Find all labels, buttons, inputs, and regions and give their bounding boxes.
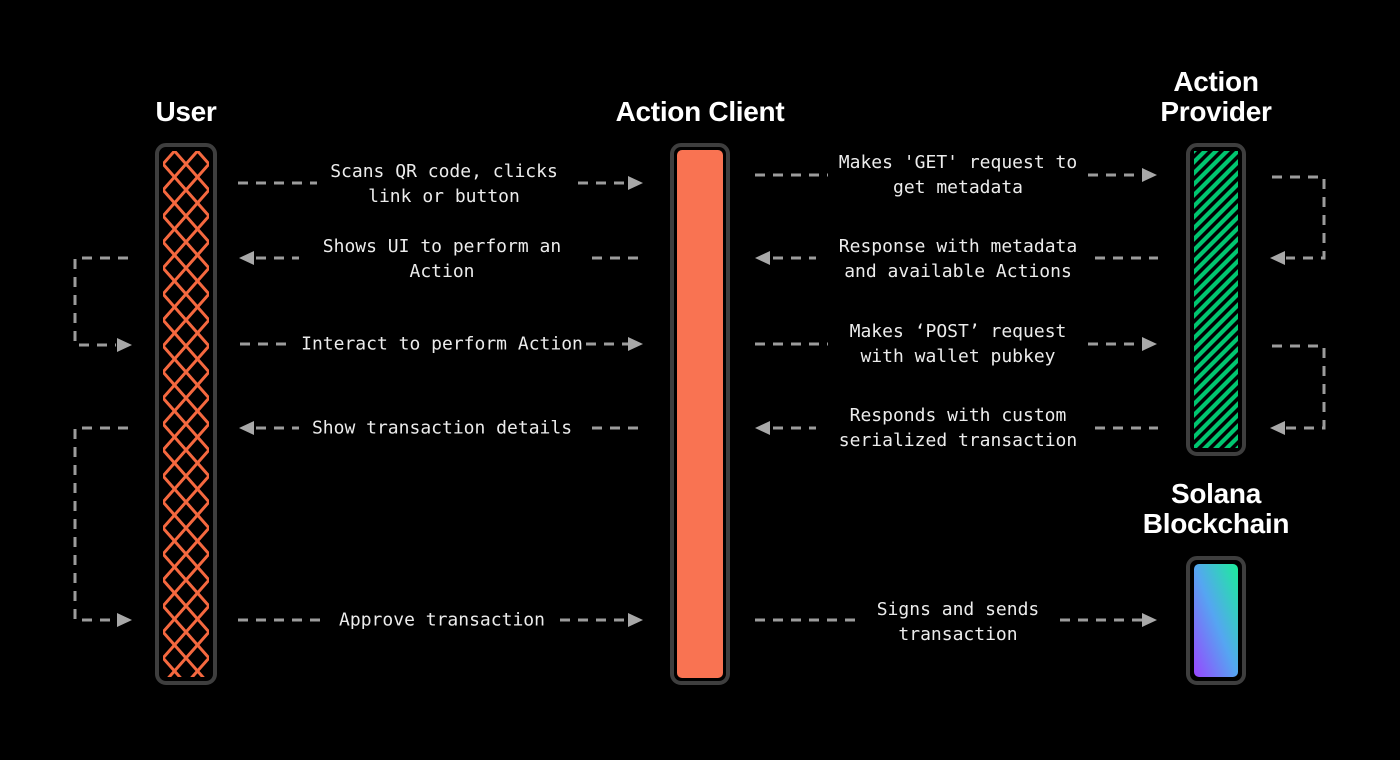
arrow-loop-provider-bottom xyxy=(1270,421,1285,435)
solana-blockchain-title: Solana Blockchain xyxy=(1142,478,1290,539)
solana-gradient-fill xyxy=(1194,564,1238,677)
message-signs-sends: Signs and sends transaction xyxy=(876,599,1040,645)
arrow-response xyxy=(755,251,770,265)
message-responds-transaction: Responds with custom serialized transact… xyxy=(838,405,1078,451)
loop-provider-top xyxy=(1272,175,1326,260)
solana-blockchain-bar xyxy=(1186,556,1246,685)
loop-user-top xyxy=(73,256,128,347)
arrow-responds xyxy=(755,421,770,435)
message-shows-ui: Shows UI to perform an Action xyxy=(322,236,562,282)
action-client-fill xyxy=(677,150,723,678)
user-crosshatch-pattern xyxy=(163,151,209,677)
message-response-metadata: Response with metadata and available Act… xyxy=(838,236,1078,282)
provider-stripes-pattern xyxy=(1194,151,1238,448)
arrow-post xyxy=(1142,337,1157,351)
user-title: User xyxy=(155,96,217,127)
message-post-request: Makes ‘POST’ request with wallet pubkey xyxy=(849,321,1067,367)
message-approve: Approve transaction xyxy=(339,609,545,631)
message-show-details: Show transaction details xyxy=(311,417,573,439)
arrow-interact xyxy=(628,337,643,351)
arrow-shows-ui xyxy=(239,251,254,265)
user-lifeline-bar xyxy=(155,143,217,685)
arrow-scan-qr xyxy=(628,176,643,190)
action-provider-title: Action Provider xyxy=(1160,66,1272,127)
arrow-approve xyxy=(628,613,643,627)
message-get-request: Makes 'GET' request to get metadata xyxy=(838,152,1078,198)
action-provider-lifeline-bar xyxy=(1186,143,1246,456)
arrow-show-details xyxy=(239,421,254,435)
arrow-get xyxy=(1142,168,1157,182)
action-client-title: Action Client xyxy=(615,96,785,127)
message-interact: Interact to perform Action xyxy=(301,333,583,355)
arrow-signs xyxy=(1142,613,1157,627)
arrow-loop-user-top xyxy=(117,338,132,352)
action-client-lifeline-bar xyxy=(670,143,730,685)
loop-provider-bottom xyxy=(1272,344,1326,430)
arrow-loop-user-bottom xyxy=(117,613,132,627)
message-scan-qr: Scans QR code, clicks link or button xyxy=(330,161,558,207)
arrow-loop-provider-top xyxy=(1270,251,1285,265)
loop-user-bottom xyxy=(73,426,128,622)
